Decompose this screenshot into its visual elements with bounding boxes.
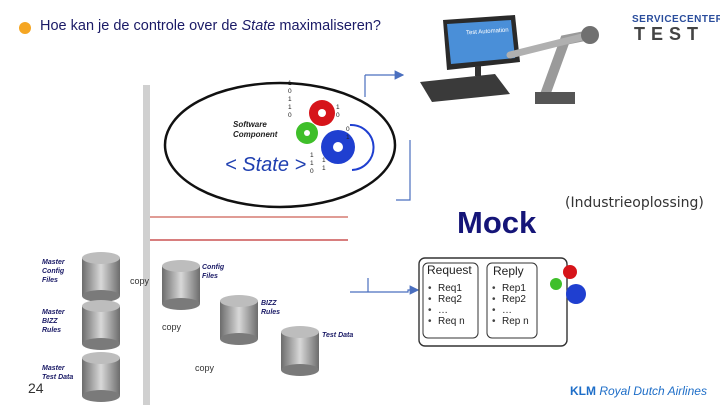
component-label: Software Component bbox=[233, 120, 277, 140]
computer-icon bbox=[420, 15, 520, 102]
reply-item: Rep1 bbox=[492, 283, 529, 294]
robot-arm-icon bbox=[506, 26, 599, 104]
component-label-line2: Component bbox=[233, 130, 278, 139]
component-label-line1: Software bbox=[233, 120, 267, 129]
database-icon bbox=[82, 300, 120, 350]
db-label-test: Test Data bbox=[322, 332, 354, 339]
binary-digit: 1 bbox=[336, 104, 340, 111]
reply-item: Rep n bbox=[492, 316, 529, 327]
copy-label: copy bbox=[195, 363, 215, 373]
arrow-line bbox=[396, 140, 411, 201]
gear-icon bbox=[550, 278, 562, 290]
binary-column: 1 1 0 bbox=[310, 152, 314, 176]
title-text-start: Hoe kan je de controle over de bbox=[40, 18, 242, 34]
gear-icon bbox=[566, 284, 586, 304]
database-icon bbox=[82, 352, 120, 402]
klm-brand: KLM bbox=[570, 384, 596, 398]
request-item: Req2 bbox=[428, 294, 465, 305]
mock-label: Mock bbox=[457, 205, 537, 240]
title-text-end: maximaliseren? bbox=[275, 18, 381, 34]
arrow-to-mock bbox=[350, 285, 420, 295]
binary-digit: 1 bbox=[288, 80, 292, 87]
logo-test: TEST bbox=[634, 24, 705, 44]
klm-logo: KLM Royal Dutch Airlines bbox=[570, 384, 707, 398]
request-list: Req1 Req2 … Req n bbox=[428, 283, 465, 327]
gear-icon bbox=[296, 122, 318, 144]
db-label-master-config: Master Config Files bbox=[42, 259, 65, 284]
binary-column: 1 0 bbox=[336, 104, 340, 120]
binary-digit: 0 bbox=[310, 168, 314, 175]
gear-icon bbox=[321, 130, 355, 164]
state-label: < State > bbox=[225, 154, 307, 176]
component-ellipse bbox=[163, 81, 397, 209]
db-label-master-test: Master Test Data bbox=[42, 365, 74, 381]
binary-digit: 0 bbox=[288, 112, 292, 119]
binary-digit: 1 bbox=[288, 104, 292, 111]
db-label-bizz: BIZZ Rules bbox=[261, 300, 281, 316]
binary-digit: 0 bbox=[288, 88, 292, 95]
binary-digit: 1 bbox=[346, 134, 350, 141]
binary-digit: 0 bbox=[336, 112, 340, 119]
copy-label: copy bbox=[162, 322, 182, 332]
logo-servicecenter: SERVICECENTER bbox=[632, 14, 720, 25]
reply-item: Rep2 bbox=[492, 294, 529, 305]
database-icon bbox=[82, 252, 120, 302]
binary-column: 1 1 bbox=[322, 157, 326, 173]
reply-title: Reply bbox=[493, 264, 524, 278]
binary-digit: 1 bbox=[288, 96, 292, 103]
copy-label: copy bbox=[130, 276, 150, 286]
database-icon bbox=[281, 326, 319, 376]
reply-item: … bbox=[492, 305, 529, 316]
binary-column: 0 1 bbox=[346, 126, 350, 142]
page-number: 24 bbox=[28, 380, 44, 396]
request-item: … bbox=[428, 305, 465, 316]
title-bullet bbox=[19, 22, 31, 34]
db-label-master-bizz: Master BIZZ Rules bbox=[42, 309, 65, 334]
binary-digit: 0 bbox=[346, 126, 350, 133]
db-label-config: Config Files bbox=[202, 264, 225, 280]
binary-digit: 1 bbox=[322, 165, 326, 172]
pillar bbox=[143, 85, 150, 405]
title-text-state: State bbox=[241, 18, 276, 34]
gear-icon bbox=[309, 100, 335, 126]
request-item: Req1 bbox=[428, 283, 465, 294]
binary-column: 1 0 1 1 0 bbox=[288, 80, 302, 120]
binary-digit: 1 bbox=[310, 152, 314, 159]
database-icon bbox=[220, 295, 258, 345]
rotation-arc bbox=[349, 123, 375, 171]
industry-label: (Industrieoplossing) bbox=[565, 195, 704, 211]
reply-list: Rep1 Rep2 … Rep n bbox=[492, 283, 529, 327]
request-item: Req n bbox=[428, 316, 465, 327]
gear-icon bbox=[563, 265, 577, 279]
klm-name: Royal Dutch Airlines bbox=[599, 384, 707, 398]
binary-digit: 1 bbox=[310, 160, 314, 167]
page-title: Hoe kan je de controle over de State max… bbox=[40, 18, 381, 34]
binary-digit: 1 bbox=[322, 157, 326, 164]
request-title: Request bbox=[427, 263, 472, 277]
database-icon bbox=[162, 260, 200, 310]
